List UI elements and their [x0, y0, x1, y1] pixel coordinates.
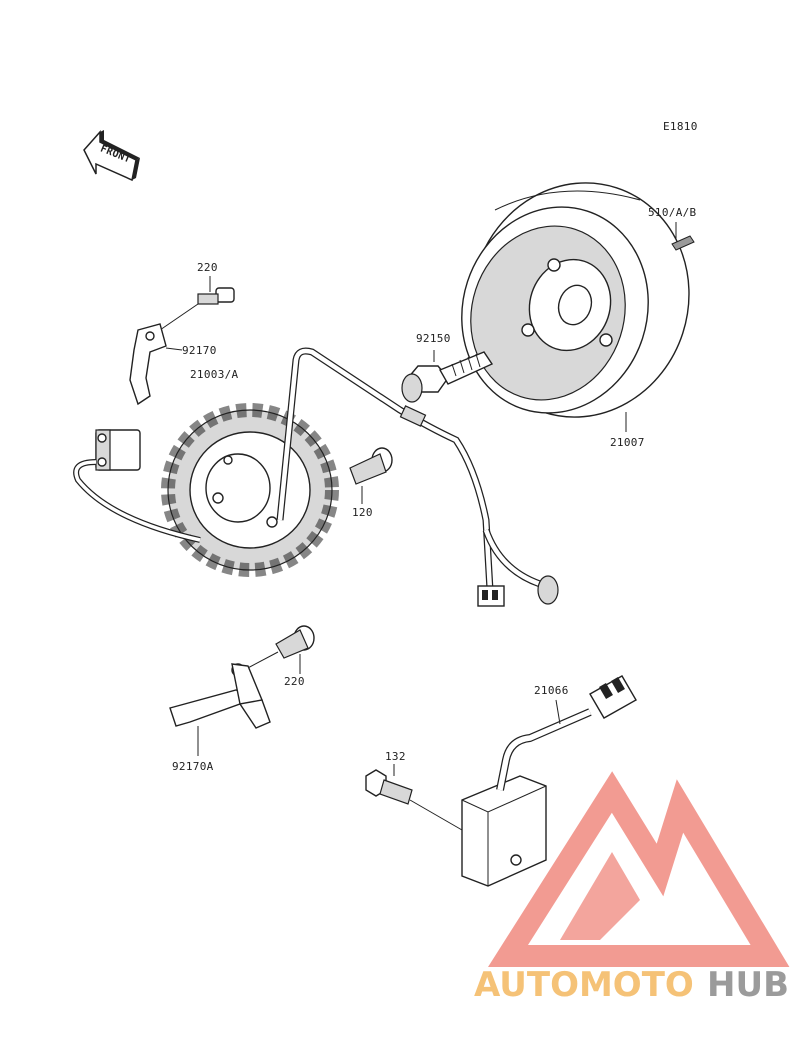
bolt-132: [365, 769, 413, 805]
watermark-logo: AUTOMOTO HUB: [474, 771, 790, 1005]
bolt-120: [349, 447, 393, 485]
watermark-brand-2: HUB: [707, 965, 789, 1005]
regulator-connector: [589, 675, 637, 719]
woodruff-key: [671, 235, 695, 251]
label-220-bottom: 220: [284, 675, 305, 688]
bolt-220-bottom: [275, 625, 315, 659]
label-92150: 92150: [416, 332, 451, 345]
harness-connector: [477, 585, 505, 607]
bracket-92170a: [169, 663, 271, 729]
pickup-coil: [95, 429, 141, 471]
stator-coil: [161, 403, 339, 577]
label-92170: 92170: [182, 344, 217, 357]
bracket-92170: [129, 323, 167, 406]
label-510-a-b: 510/A/B: [648, 206, 697, 219]
label-220-top: 220: [197, 261, 218, 274]
regulator-rectifier: [461, 775, 547, 887]
label-21066: 21066: [534, 684, 569, 697]
label-21003-a: 21003/A: [190, 368, 239, 381]
watermark-brand-1: AUTOMOTO: [474, 965, 694, 1005]
diagram-code: E1810: [663, 120, 698, 133]
label-132: 132: [385, 750, 406, 763]
grommet: [537, 575, 559, 605]
bolt-220-top: [197, 287, 235, 305]
rotor-bolt: [401, 351, 494, 403]
label-120: 120: [352, 506, 373, 519]
front-arrow-icon: FRONT: [83, 130, 140, 182]
label-21007: 21007: [610, 436, 645, 449]
rotor-flywheel: [461, 182, 690, 418]
label-92170a: 92170A: [172, 760, 214, 773]
